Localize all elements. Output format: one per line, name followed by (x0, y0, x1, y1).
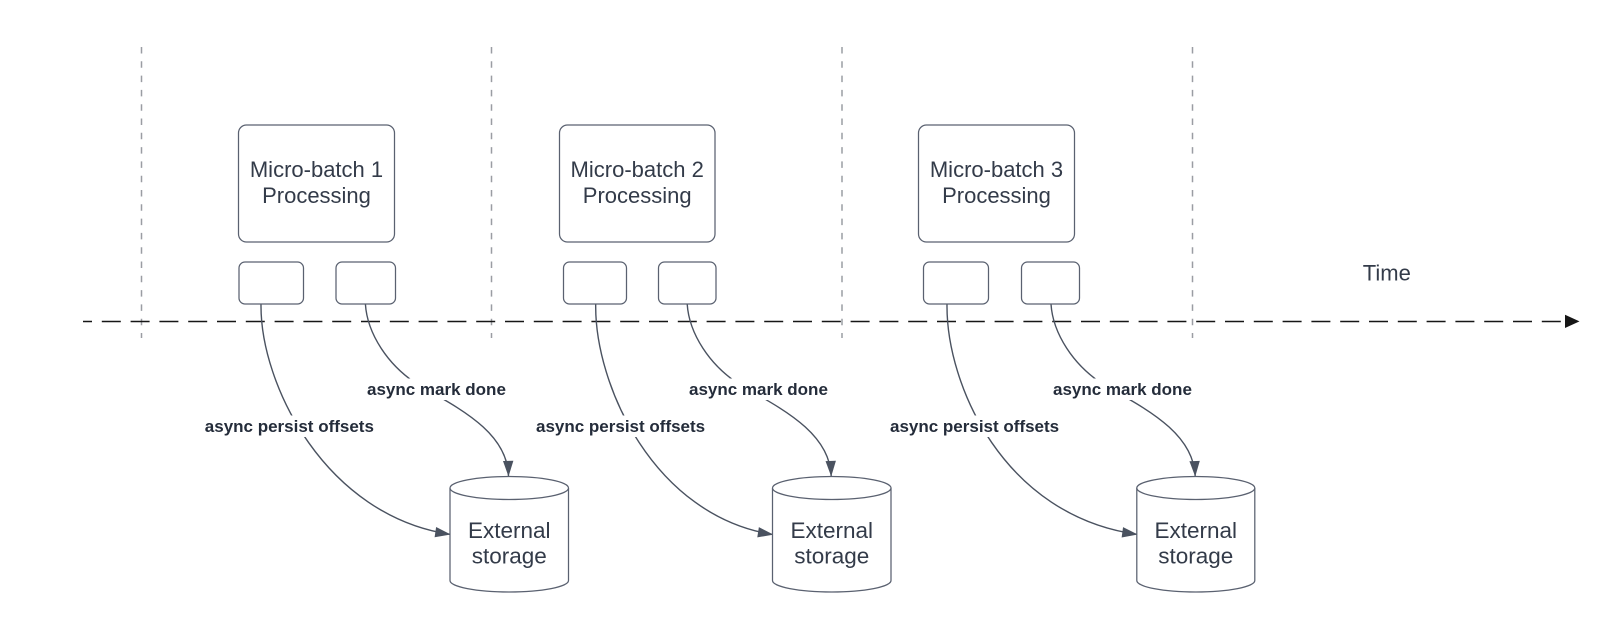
svg-text:External: External (790, 518, 873, 543)
svg-text:Time: Time (1363, 260, 1411, 285)
svg-text:Processing: Processing (262, 183, 371, 208)
svg-text:async persist offsets: async persist offsets (890, 417, 1059, 436)
svg-text:Micro-batch 1: Micro-batch 1 (250, 157, 383, 182)
svg-text:Processing: Processing (583, 183, 692, 208)
svg-text:async mark done: async mark done (367, 380, 506, 399)
svg-text:async mark done: async mark done (1053, 380, 1192, 399)
svg-text:async persist offsets: async persist offsets (205, 417, 374, 436)
svg-text:Processing: Processing (942, 183, 1051, 208)
svg-text:Micro-batch 3: Micro-batch 3 (930, 157, 1063, 182)
svg-text:storage: storage (1158, 544, 1233, 569)
svg-text:Micro-batch 2: Micro-batch 2 (571, 157, 704, 182)
svg-text:storage: storage (794, 544, 869, 569)
svg-text:storage: storage (472, 544, 547, 569)
svg-text:External: External (1155, 518, 1238, 543)
svg-text:External: External (468, 518, 551, 543)
svg-text:async persist offsets: async persist offsets (536, 417, 705, 436)
svg-text:async mark done: async mark done (689, 380, 828, 399)
